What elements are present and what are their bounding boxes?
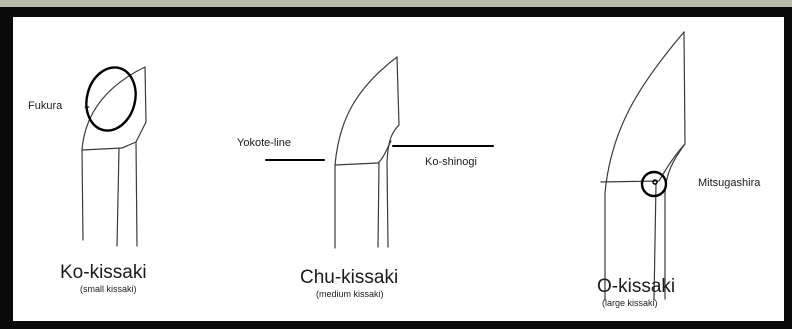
ko-kissaki-blade — [81, 66, 147, 247]
mitsugashira-point — [652, 179, 658, 185]
ko-kissaki-subtitle: (small kissaki) — [80, 284, 137, 294]
fukura-circle — [85, 66, 137, 132]
fukura-label: Fukura — [28, 100, 63, 112]
chu-kissaki-subtitle: (medium kissaki) — [316, 289, 384, 299]
o-kissaki-subtitle: (large kissaki) — [602, 298, 658, 308]
ko-shinogi-label: Ko-shinogi — [425, 156, 477, 168]
yokote-line-label: Yokote-line — [237, 137, 292, 149]
mitsugashira-circle — [640, 170, 668, 198]
chu-kissaki-blade — [334, 56, 400, 249]
chu-kissaki-title: Chu-kissaki — [300, 267, 399, 288]
o-kissaki-title: O-kissaki — [597, 276, 676, 297]
mitsugashira-label: Mitsugashira — [698, 177, 761, 189]
ko-kissaki-title: Ko-kissaki — [60, 262, 147, 283]
o-kissaki-blade — [600, 31, 686, 301]
diagram-canvas: Fukura Yokote-line Ko-shinogi Mitsugashi… — [13, 17, 784, 321]
kissaki-illustrations — [81, 31, 686, 301]
